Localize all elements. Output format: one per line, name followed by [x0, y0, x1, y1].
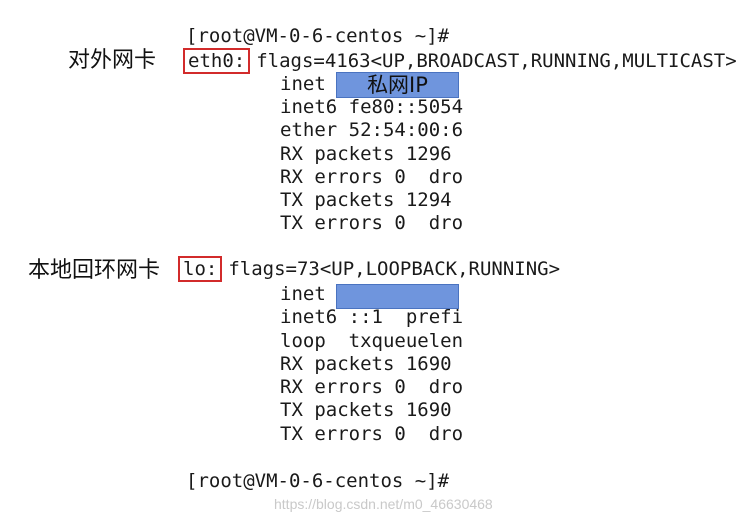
lo-rx-errors: RX errors 0 dro [280, 376, 464, 398]
eth0-inet-redaction: 私网IP [336, 72, 459, 98]
lo-rx-packets: RX packets 1690 [280, 353, 452, 375]
eth0-iface-box: eth0: [183, 48, 251, 74]
prompt-bottom: [root@VM-0-6-centos ~]# [186, 470, 450, 492]
prompt-top: [root@VM-0-6-centos ~]# [186, 25, 450, 47]
watermark: https://blog.csdn.net/m0_46630468 [274, 496, 493, 512]
lo-inet6: inet6 ::1 prefi [280, 306, 464, 328]
lo-flags: flags=73<UP,LOOPBACK,RUNNING> [228, 258, 561, 280]
terminal-output: [root@VM-0-6-centos ~]# eth0:flags=4163<… [178, 25, 737, 492]
eth0-inet-label: inet [280, 73, 326, 95]
lo-tx-packets: TX packets 1690 [280, 399, 452, 421]
lo-header-line: lo:flags=73<UP,LOOPBACK,RUNNING> [178, 256, 561, 282]
eth0-tx-errors: TX errors 0 dro [280, 212, 464, 234]
eth0-ether: ether 52:54:00:6 [280, 119, 464, 141]
lo-inet-label: inet [280, 283, 326, 305]
lo-tx-errors: TX errors 0 dro [280, 423, 464, 445]
eth0-header-line: eth0:flags=4163<UP,BROADCAST,RUNNING,MUL… [183, 48, 737, 74]
eth0-annotation: 对外网卡 [68, 48, 157, 73]
lo-loop: loop txqueuelen [280, 330, 464, 352]
lo-inet-redaction [336, 284, 459, 309]
eth0-rx-packets: RX packets 1296 [280, 143, 452, 165]
eth0-rx-errors: RX errors 0 dro [280, 166, 464, 188]
eth0-tx-packets: TX packets 1294 [280, 189, 452, 211]
eth0-inet6: inet6 fe80::5054 [280, 96, 464, 118]
lo-iface-box: lo: [178, 256, 223, 282]
eth0-flags: flags=4163<UP,BROADCAST,RUNNING,MULTICAS… [256, 50, 737, 72]
eth0-inet-redaction-label: 私网IP [367, 73, 428, 97]
lo-annotation: 本地回环网卡 [28, 258, 161, 283]
